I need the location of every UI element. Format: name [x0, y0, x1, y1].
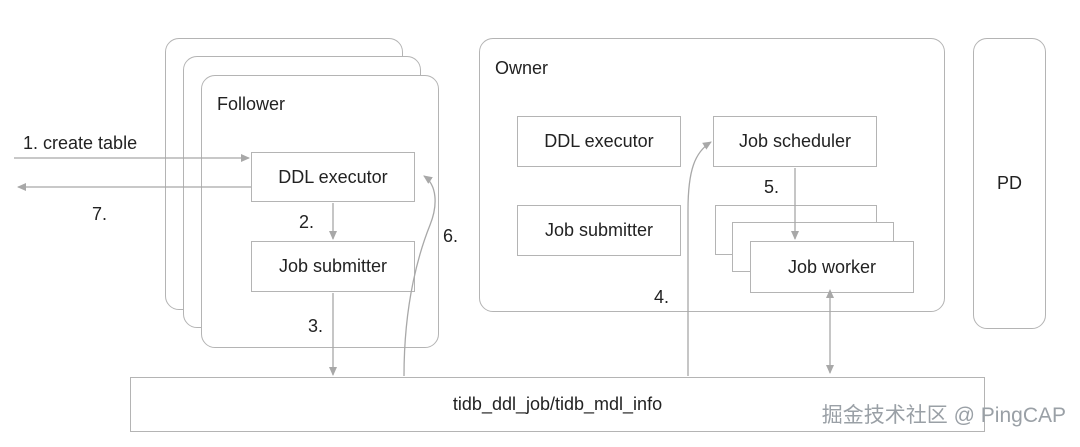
job-worker: Job worker: [750, 241, 914, 293]
step-3-label: 3.: [308, 316, 324, 336]
step-7-label: 7.: [92, 204, 108, 224]
step-2-label: 2.: [299, 212, 315, 232]
owner-job-scheduler: Job scheduler: [713, 116, 877, 167]
follower-title: Follower: [217, 94, 286, 114]
step-4-label: 4.: [654, 287, 670, 307]
follower-card: Follower: [201, 75, 439, 348]
step-5-label: 5.: [764, 177, 780, 197]
follower-job-submitter: Job submitter: [251, 241, 415, 292]
arrow-4: [687, 141, 712, 376]
step-1-label: 1. create table: [23, 133, 138, 153]
step-6-label: 6.: [443, 226, 459, 246]
storage-table: tidb_ddl_job/tidb_mdl_info: [130, 377, 985, 432]
arrow-6: [403, 175, 436, 377]
owner-ddl-executor: DDL executor: [517, 116, 681, 167]
watermark: 掘金技术社区 @ PingCAP: [821, 404, 1066, 427]
owner-job-submitter: Job submitter: [517, 205, 681, 256]
follower-ddl-executor: DDL executor: [251, 152, 415, 202]
pd-box: PD: [973, 38, 1046, 329]
owner-title: Owner: [495, 58, 549, 78]
